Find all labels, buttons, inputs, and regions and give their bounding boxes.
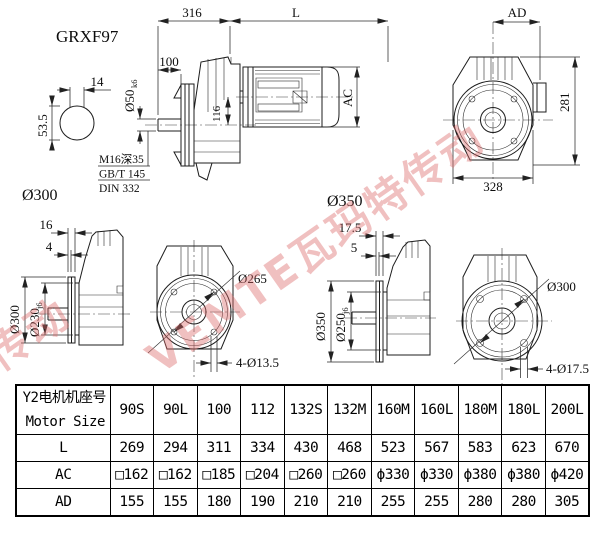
cell-AC-90S: □162 — [109, 461, 155, 489]
size-col-180L: 180L — [501, 384, 546, 435]
cell-AC-90L: □162 — [153, 461, 198, 489]
note-standard-din: DIN 332 — [99, 183, 140, 195]
cell-L-100: 311 — [196, 434, 242, 462]
size-col-200L: 200L — [544, 384, 590, 435]
cell-AD-90S: 155 — [109, 488, 155, 516]
cell-AD-180M: 280 — [457, 488, 503, 516]
cell-AD-112: 190 — [240, 488, 285, 516]
dim-spigot-230-tol: j6 — [34, 302, 44, 310]
cell-AD-132S: 210 — [283, 488, 329, 516]
dim-16: 16 — [40, 217, 54, 232]
row-label-AC: AC — [15, 461, 111, 489]
size-col-160M: 160M — [370, 384, 416, 435]
cell-AD-90L: 155 — [153, 488, 198, 516]
dim-spigot-230: Ø230 — [27, 308, 42, 337]
flange-300-title: Ø300 — [22, 187, 58, 204]
cell-L-180L: 623 — [501, 434, 546, 462]
size-col-180M: 180M — [457, 384, 503, 435]
cell-AC-112: □204 — [240, 461, 285, 489]
dim-AC: AC — [340, 89, 355, 107]
gearmotor-side-view: 316 L 100 Ø50 k6 116 AC M16深35 GB/T 145 … — [98, 5, 389, 195]
dim-4: 4 — [46, 239, 53, 254]
dim-100: 100 — [159, 54, 179, 69]
dim-spigot-250-tol: j6 — [340, 307, 350, 315]
cell-L-90L: 294 — [153, 434, 198, 462]
cell-AD-132M: 210 — [327, 488, 372, 516]
cell-L-160L: 567 — [414, 434, 459, 462]
dim-L: L — [292, 5, 300, 20]
gearbox-front-view: AD 281 328 — [443, 5, 580, 194]
row-label-L: L — [15, 434, 111, 462]
dim-328: 328 — [483, 179, 503, 194]
dim-holes-17-5: 4-Ø17.5 — [546, 361, 589, 376]
cell-L-132S: 430 — [283, 434, 329, 462]
dim-holes-13-5: 4-Ø13.5 — [236, 355, 279, 370]
size-col-112: 112 — [240, 384, 285, 435]
cell-L-180M: 583 — [457, 434, 503, 462]
size-col-132S: 132S — [283, 384, 329, 435]
cell-AC-160M: ϕ330 — [370, 461, 416, 489]
cell-AC-160L: ϕ330 — [414, 461, 459, 489]
flange-350-title: Ø350 — [327, 193, 363, 210]
motor-size-header: Y2电机机座号 Motor Size — [15, 384, 111, 435]
dim-316: 316 — [182, 5, 202, 20]
dim-spigot-250: Ø250 — [333, 313, 348, 342]
cell-AD-160M: 255 — [370, 488, 416, 516]
cell-AC-132S: □260 — [283, 461, 329, 489]
cell-AC-180M: ϕ380 — [457, 461, 503, 489]
size-col-90S: 90S — [109, 384, 155, 435]
keyway-width-dim: 14 — [91, 74, 105, 89]
dim-bolt-circle-300: Ø300 — [547, 279, 576, 294]
model-title: GRXF97 — [56, 27, 119, 46]
dim-flange-od-350: Ø350 — [313, 312, 328, 341]
header-en: Motor Size — [25, 414, 106, 430]
note-tap-hole: M16深35 — [99, 152, 144, 166]
cell-AD-200L: 305 — [544, 488, 590, 516]
cell-L-160M: 523 — [370, 434, 416, 462]
dim-281: 281 — [557, 93, 572, 113]
flange-350-views: Ø350 17.5 5 Ø350 Ø250 j6 — [313, 193, 589, 392]
dim-AD: AD — [508, 5, 527, 20]
header-cn: Y2电机机座号 — [22, 390, 107, 406]
size-col-100: 100 — [196, 384, 242, 435]
dim-5: 5 — [351, 240, 358, 255]
dim-17-5: 17.5 — [339, 220, 362, 235]
engineering-drawing: GRXF97 14 53.5 — [7, 5, 589, 392]
dim-bolt-circle-265: Ø265 — [238, 271, 267, 286]
dim-shaft-tol: k6 — [129, 80, 139, 89]
cell-AC-100: □185 — [196, 461, 242, 489]
flange-300-views: Ø300 16 4 Ø300 Ø230 j6 — [7, 187, 279, 378]
cell-AC-200L: ϕ420 — [544, 461, 590, 489]
dim-shaft-dia: Ø50 — [122, 90, 137, 112]
dim-116: 116 — [211, 105, 223, 122]
size-col-160L: 160L — [414, 384, 459, 435]
row-label-AD: AD — [15, 488, 111, 516]
cell-AC-180L: ϕ380 — [501, 461, 546, 489]
cell-L-132M: 468 — [327, 434, 372, 462]
cell-L-200L: 670 — [544, 434, 590, 462]
cell-AD-180L: 280 — [501, 488, 546, 516]
size-col-90L: 90L — [153, 384, 198, 435]
cell-L-90S: 269 — [109, 434, 155, 462]
size-col-132M: 132M — [327, 384, 372, 435]
cell-AC-132M: □260 — [327, 461, 372, 489]
cell-L-112: 334 — [240, 434, 285, 462]
cell-AD-160L: 255 — [414, 488, 459, 516]
keyway-height-dim: 53.5 — [35, 114, 50, 137]
shaft-section-view: 14 53.5 — [35, 74, 111, 151]
dim-flange-od-300: Ø300 — [7, 305, 22, 334]
note-standard-gbt: GB/T 145 — [99, 169, 145, 181]
cell-AD-100: 180 — [196, 488, 242, 516]
